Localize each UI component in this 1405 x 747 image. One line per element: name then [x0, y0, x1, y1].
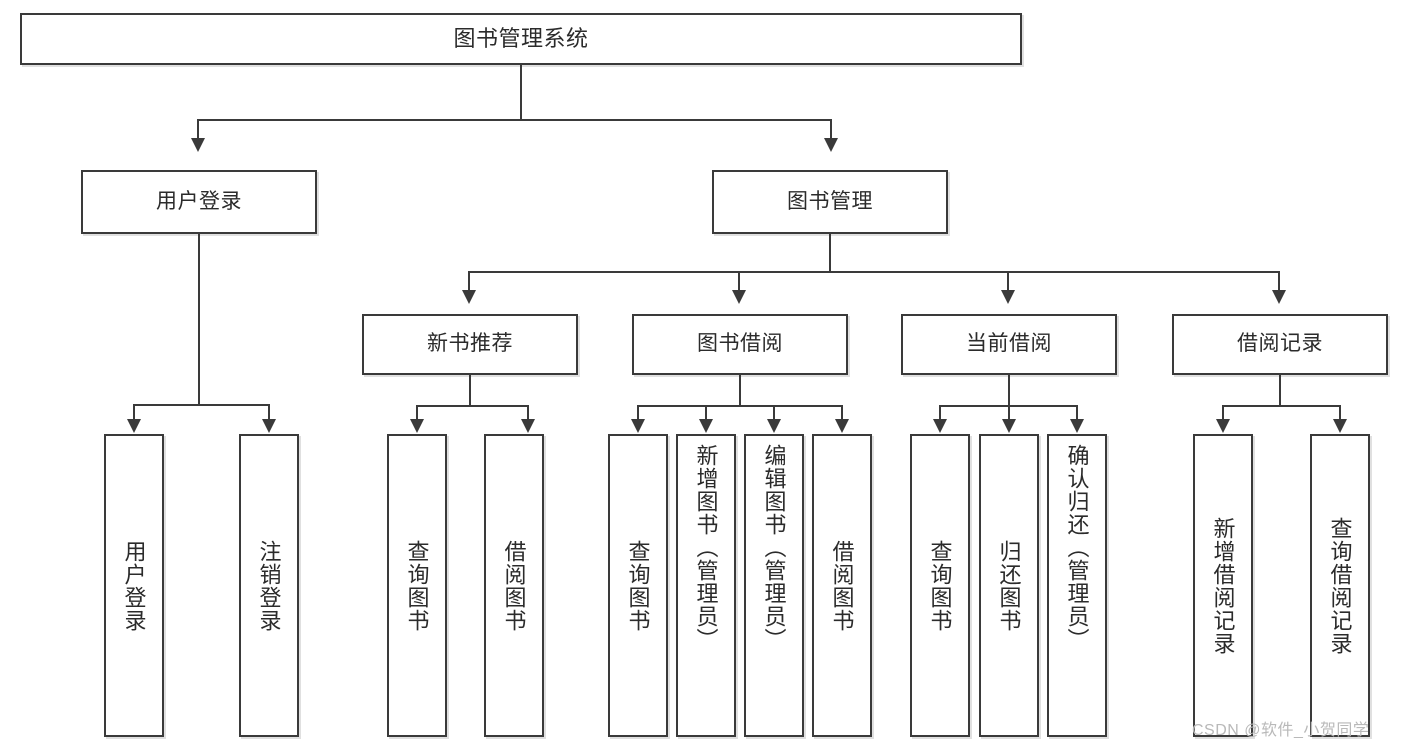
connector-bb-drop-3: [773, 405, 775, 422]
node-borrow-record[interactable]: 借阅记录: [1172, 314, 1388, 375]
arrowhead-leaf-edit-book: [767, 419, 781, 433]
connector-br-bus: [1222, 405, 1340, 407]
arrowhead-current-borrow: [1001, 290, 1015, 304]
node-book-borrow[interactable]: 图书借阅: [632, 314, 848, 375]
node-leaf-query-book-3-label: 查询图书: [927, 539, 953, 632]
node-leaf-query-book-3[interactable]: 查询图书: [910, 434, 970, 737]
node-leaf-query-book-2-label: 查询图书: [625, 539, 651, 632]
connector-cb-stem: [1008, 375, 1010, 406]
connector-root-bus: [197, 119, 832, 121]
connector-bb-drop-1: [637, 405, 639, 422]
connector-user-login-drop-1: [133, 404, 135, 422]
node-leaf-user-login-label: 用户登录: [121, 539, 147, 632]
arrowhead-leaf-user-logout: [262, 419, 276, 433]
connector-bm-drop-current-borrow: [1007, 271, 1009, 293]
node-leaf-edit-book-label: 编辑图书（管理员）: [761, 444, 787, 651]
connector-cb-drop-3: [1076, 405, 1078, 422]
connector-book-management-stem: [829, 234, 831, 272]
arrowhead-book-management: [824, 138, 838, 152]
node-book-management[interactable]: 图书管理: [712, 170, 948, 234]
connector-nbr-drop-1: [416, 405, 418, 422]
arrowhead-leaf-add-book: [699, 419, 713, 433]
arrowhead-new-book-recommend: [462, 290, 476, 304]
watermark-text: CSDN @软件_小贺同学: [1192, 722, 1370, 739]
connector-nbr-bus: [416, 405, 528, 407]
connector-br-stem: [1279, 375, 1281, 406]
node-leaf-borrow-book-2[interactable]: 借阅图书: [812, 434, 872, 737]
arrowhead-leaf-confirm-return: [1070, 419, 1084, 433]
connector-nbr-drop-2: [527, 405, 529, 422]
node-root-label: 图书管理系统: [453, 26, 589, 52]
connector-br-drop-1: [1222, 405, 1224, 422]
node-borrow-record-label: 借阅记录: [1237, 332, 1323, 356]
node-leaf-borrow-book-1[interactable]: 借阅图书: [484, 434, 544, 737]
connector-user-login-stem: [198, 234, 200, 405]
node-leaf-add-book-label: 新增图书（管理员）: [693, 444, 719, 651]
arrowhead-leaf-add-record: [1216, 419, 1230, 433]
connector-nbr-stem: [469, 375, 471, 406]
node-leaf-query-book-2[interactable]: 查询图书: [608, 434, 668, 737]
node-leaf-query-book-1[interactable]: 查询图书: [387, 434, 447, 737]
node-leaf-user-logout-label: 注销登录: [256, 539, 282, 632]
node-book-borrow-label: 图书借阅: [697, 332, 783, 356]
arrowhead-borrow-record: [1272, 290, 1286, 304]
node-user-login-label: 用户登录: [156, 189, 242, 213]
arrowhead-leaf-query-record: [1333, 419, 1347, 433]
node-leaf-user-logout[interactable]: 注销登录: [239, 434, 299, 737]
node-user-login[interactable]: 用户登录: [81, 170, 317, 234]
connector-bb-bus: [637, 405, 842, 407]
node-leaf-edit-book[interactable]: 编辑图书（管理员）: [744, 434, 804, 737]
arrowhead-leaf-return-book: [1002, 419, 1016, 433]
node-leaf-confirm-return-label: 确认归还（管理员）: [1064, 444, 1090, 651]
node-leaf-return-book-label: 归还图书: [996, 539, 1022, 632]
node-leaf-add-book[interactable]: 新增图书（管理员）: [676, 434, 736, 737]
node-new-book-recommend[interactable]: 新书推荐: [362, 314, 578, 375]
arrowhead-leaf-user-login: [127, 419, 141, 433]
node-current-borrow-label: 当前借阅: [966, 332, 1052, 356]
node-root[interactable]: 图书管理系统: [20, 13, 1022, 65]
connector-user-login-bus: [133, 404, 269, 406]
arrowhead-leaf-borrow-book-1: [521, 419, 535, 433]
node-current-borrow[interactable]: 当前借阅: [901, 314, 1117, 375]
node-new-book-recommend-label: 新书推荐: [427, 332, 513, 356]
node-leaf-query-record[interactable]: 查询借阅记录: [1310, 434, 1370, 737]
connector-bb-drop-2: [705, 405, 707, 422]
connector-root-stem: [520, 65, 522, 120]
node-leaf-user-login[interactable]: 用户登录: [104, 434, 164, 737]
connector-cb-drop-1: [939, 405, 941, 422]
connector-bb-stem: [739, 375, 741, 406]
arrowhead-leaf-query-book-3: [933, 419, 947, 433]
connector-root-to-book-management: [830, 119, 832, 141]
connector-bm-drop-new-book: [468, 271, 470, 293]
node-book-management-label: 图书管理: [787, 189, 873, 213]
connector-br-drop-2: [1339, 405, 1341, 422]
connector-book-management-bus: [468, 271, 1280, 273]
arrowhead-leaf-query-book-1: [410, 419, 424, 433]
node-leaf-confirm-return[interactable]: 确认归还（管理员）: [1047, 434, 1107, 737]
node-leaf-return-book[interactable]: 归还图书: [979, 434, 1039, 737]
connector-root-to-user-login: [197, 119, 199, 141]
node-leaf-borrow-book-2-label: 借阅图书: [829, 539, 855, 632]
arrowhead-book-borrow: [732, 290, 746, 304]
arrowhead-user-login: [191, 138, 205, 152]
node-leaf-query-record-label: 查询借阅记录: [1327, 516, 1353, 655]
connector-bm-drop-book-borrow: [738, 271, 740, 293]
node-leaf-add-record[interactable]: 新增借阅记录: [1193, 434, 1253, 737]
connector-user-login-drop-2: [268, 404, 270, 422]
node-leaf-add-record-label: 新增借阅记录: [1210, 516, 1236, 655]
connector-cb-drop-2: [1008, 405, 1010, 422]
arrowhead-leaf-borrow-book-2: [835, 419, 849, 433]
connector-bb-drop-4: [841, 405, 843, 422]
connector-bm-drop-borrow-record: [1278, 271, 1280, 293]
arrowhead-leaf-query-book-2: [631, 419, 645, 433]
node-leaf-query-book-1-label: 查询图书: [404, 539, 430, 632]
node-leaf-borrow-book-1-label: 借阅图书: [501, 539, 527, 632]
